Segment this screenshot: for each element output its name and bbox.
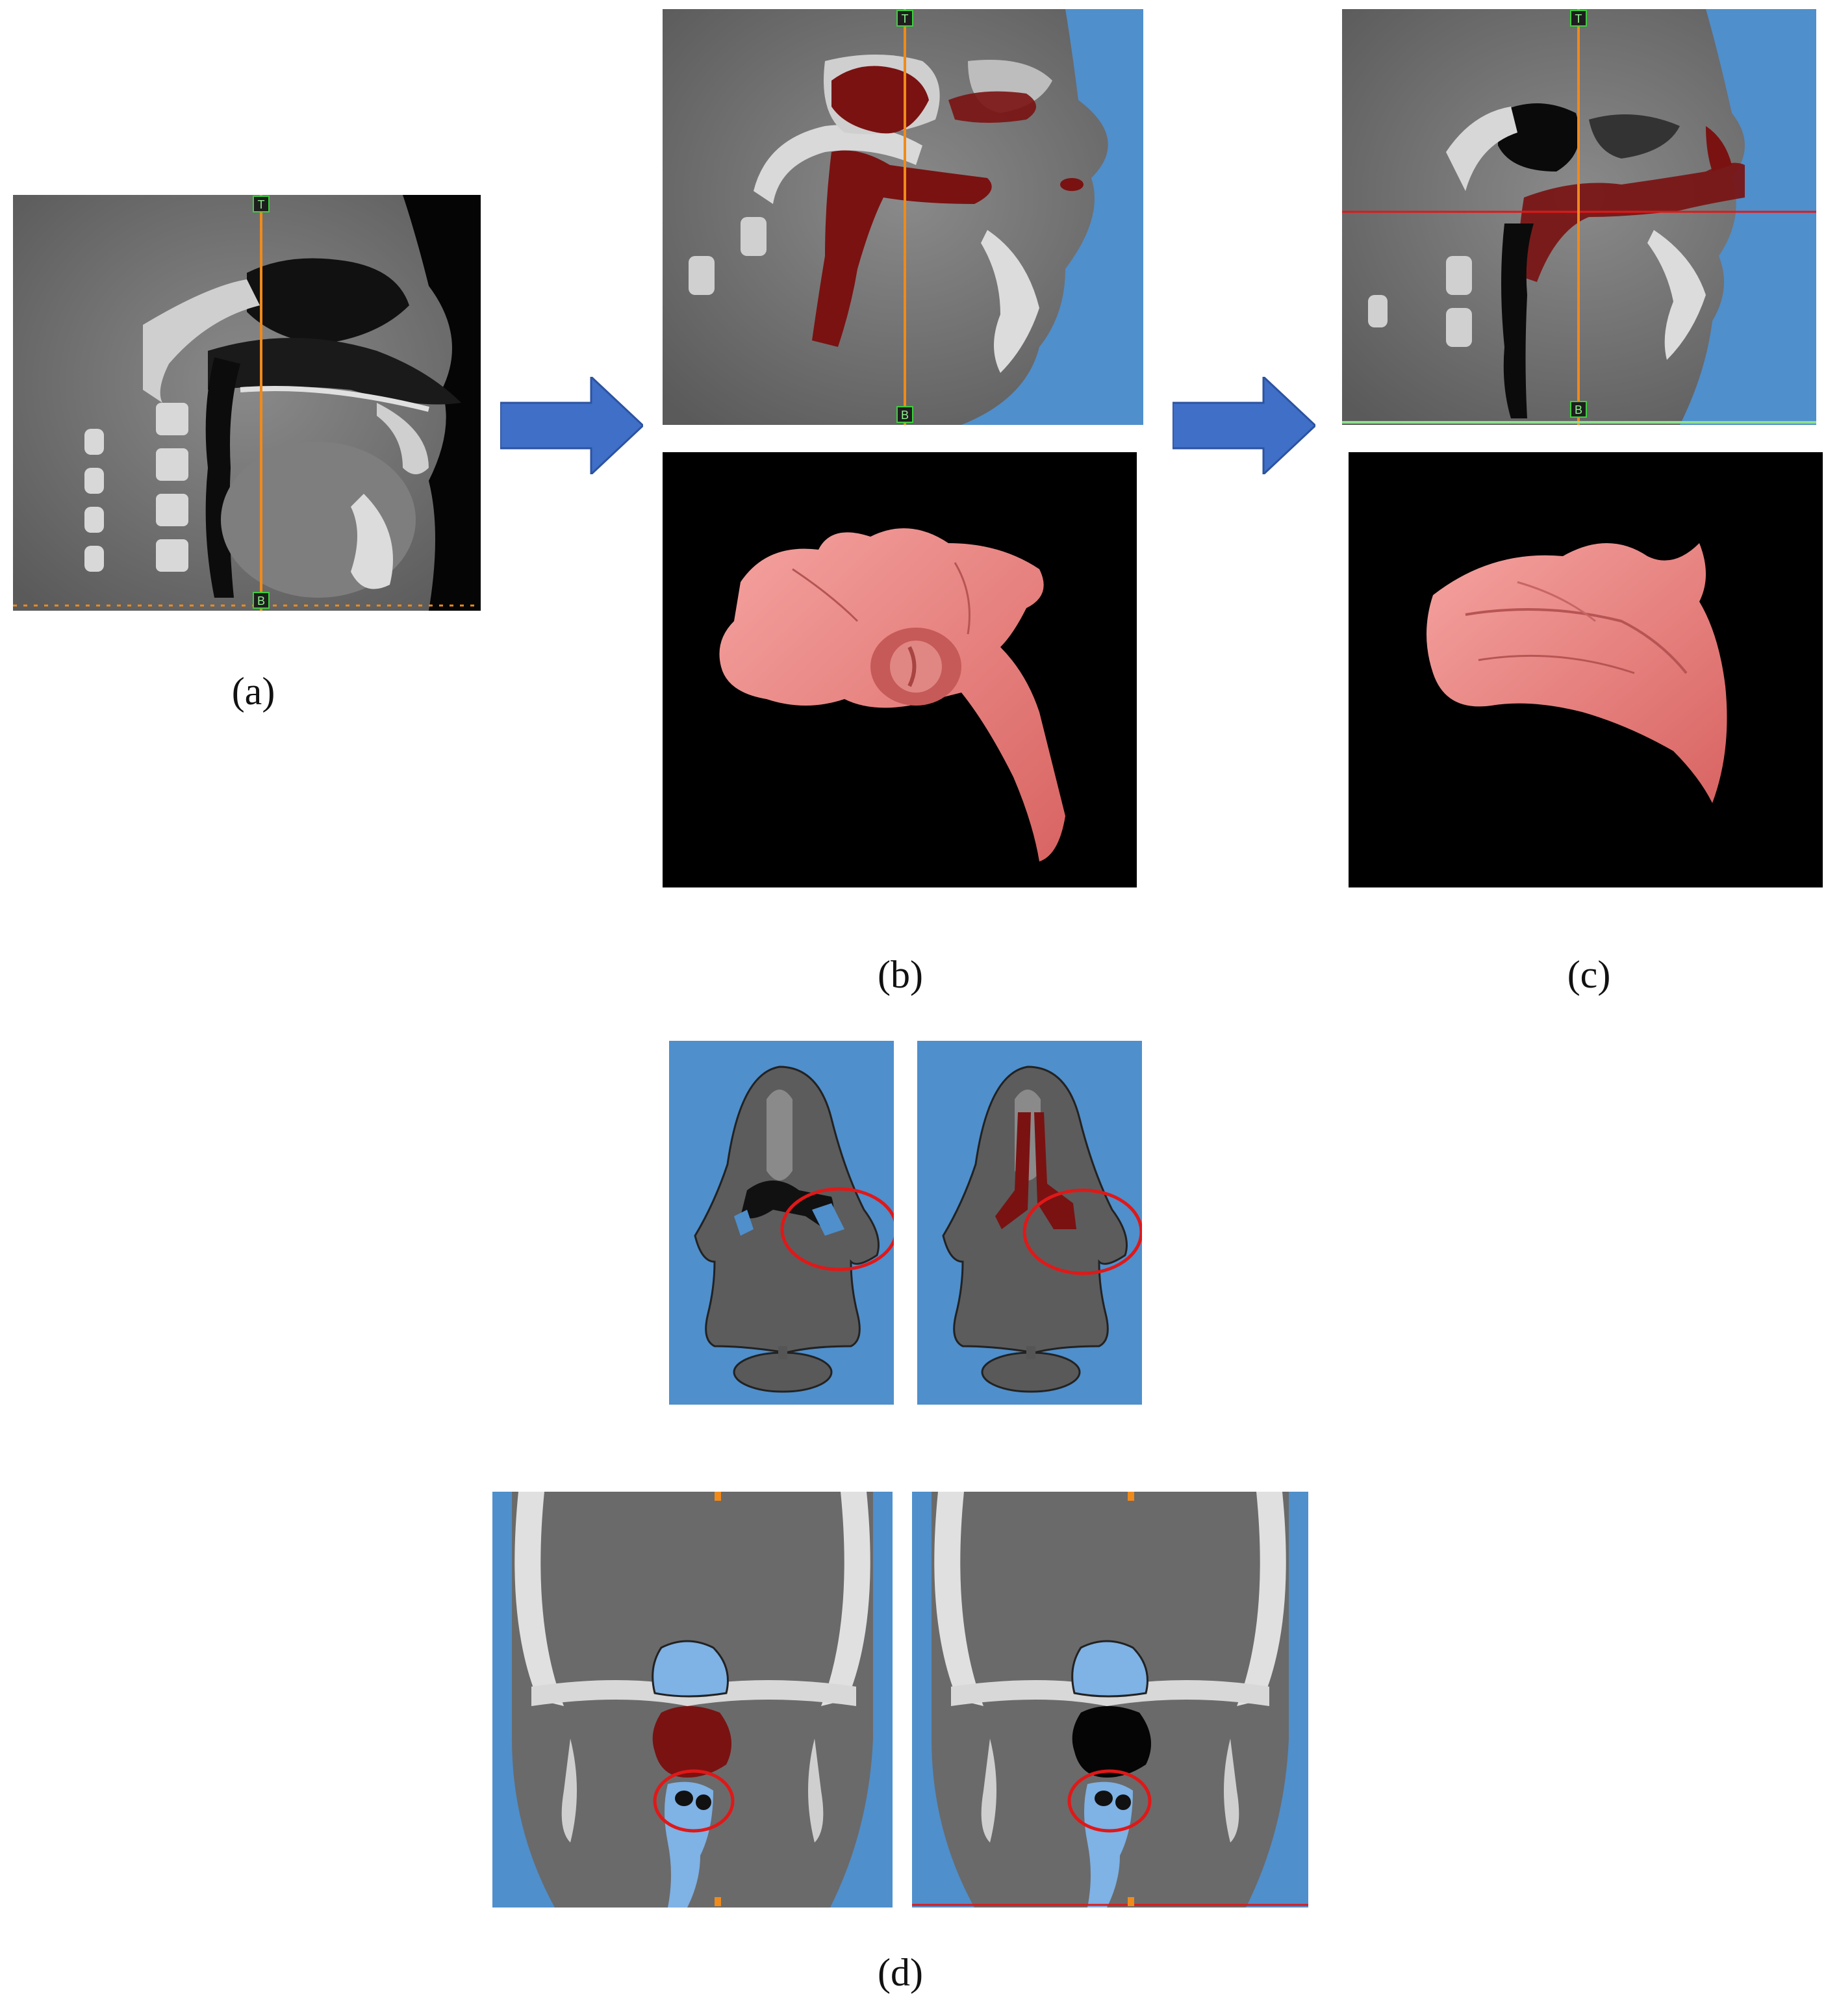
caption-b: (b)	[878, 953, 923, 996]
bottom-marker-label: B	[1575, 403, 1582, 416]
segmented-ct-image: T B	[663, 9, 1143, 425]
coronal-slice-before	[492, 1492, 893, 1908]
panel-c-3d-model	[1349, 452, 1823, 887]
annotation-circle	[653, 1769, 735, 1833]
coronal-slice-after	[912, 1492, 1308, 1908]
airway-3d-model-b	[663, 452, 1137, 887]
axial-slice-after	[917, 1041, 1142, 1405]
refined-ct-image: T B	[1342, 9, 1816, 425]
caption-c: (c)	[1567, 953, 1611, 996]
top-marker-label: T	[902, 12, 909, 25]
caption-a: (a)	[231, 670, 275, 713]
panel-a-sagittal-ct: T B	[13, 195, 481, 611]
panel-d-coronal-before	[492, 1492, 893, 1908]
panel-c-refined-ct: T B	[1342, 9, 1816, 425]
arrow-right-icon	[1171, 374, 1317, 477]
sagittal-ct-image: T B	[13, 195, 481, 611]
panel-b-3d-model	[663, 452, 1137, 887]
top-marker-label: T	[258, 198, 265, 211]
annotation-circle	[1022, 1188, 1142, 1275]
bottom-marker-label: B	[257, 594, 265, 607]
arrow-right-icon	[499, 374, 645, 477]
top-marker-label: T	[1575, 12, 1582, 25]
axial-slice-before	[669, 1041, 894, 1405]
panel-b-segmented-ct: T B	[663, 9, 1143, 425]
panel-d-axial-before	[669, 1041, 894, 1405]
panel-d-coronal-after	[912, 1492, 1308, 1908]
annotation-circle	[1067, 1769, 1152, 1833]
panel-d-axial-after	[917, 1041, 1142, 1405]
caption-d: (d)	[878, 1951, 923, 1994]
airway-3d-model-c	[1349, 452, 1823, 887]
annotation-circle	[780, 1187, 894, 1271]
bottom-marker-label: B	[901, 409, 909, 422]
